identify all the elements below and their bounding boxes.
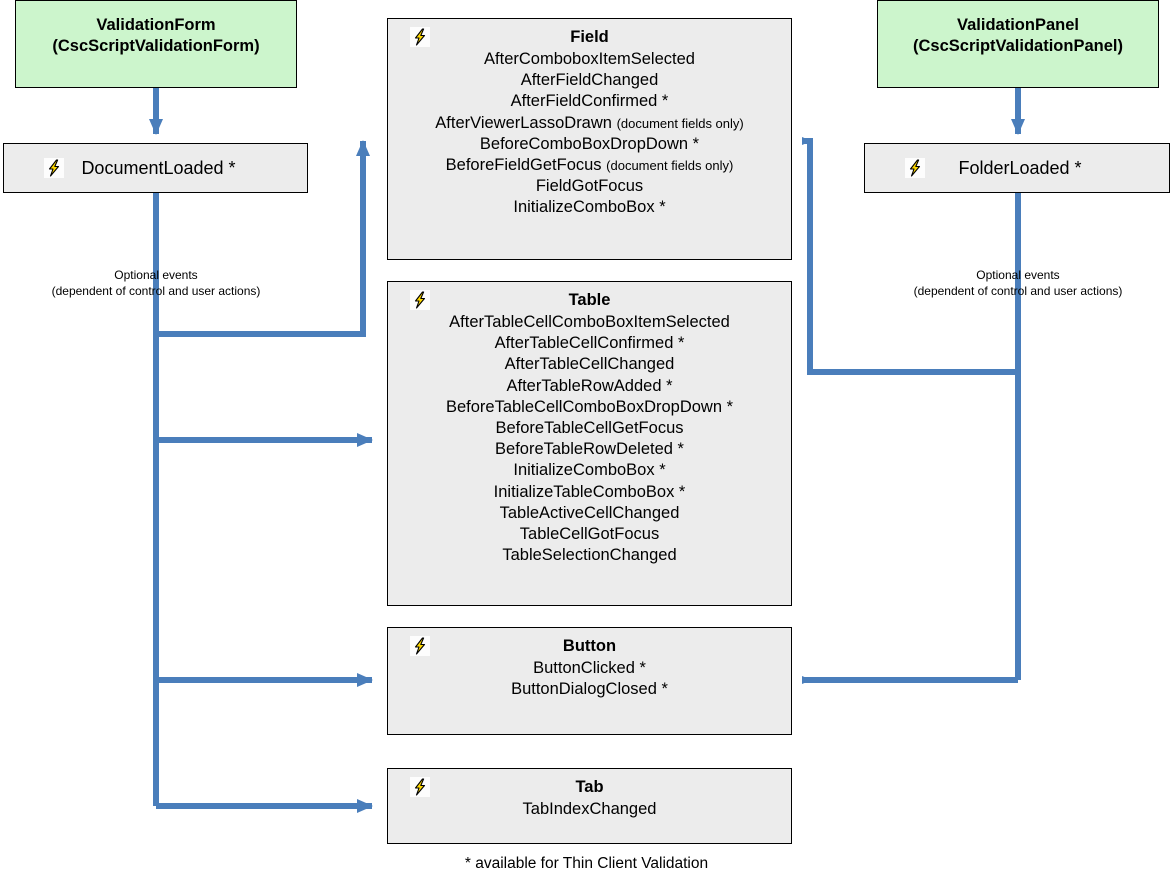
group-table-title: Table [568,291,611,309]
lightning-bolt-icon [410,290,430,310]
validation-form-title: ValidationForm [96,16,216,34]
event-item: ButtonClicked * [533,659,646,677]
documentloaded-label: DocumentLoaded * [81,157,236,178]
event-item: InitializeComboBox * [513,198,666,217]
event-item: AfterTableCellChanged [504,355,675,374]
node-validation-form[interactable]: ValidationForm (CscScriptValidationForm) [15,0,297,88]
group-field-event-list: AfterComboboxItemSelected AfterFieldChan… [388,49,791,219]
event-item: ButtonDialogClosed * [511,680,668,699]
group-button-event-list: ButtonClicked * ButtonDialogClosed * [388,658,791,700]
event-item: InitializeComboBox * [513,461,666,480]
validation-form-subtitle: (CscScriptValidationForm) [52,37,260,56]
group-table-event-list: AfterTableCellComboBoxItemSelected After… [388,312,791,566]
event-item: AfterFieldChanged [520,71,659,90]
event-item: AfterTableRowAdded * [506,376,673,395]
node-group-table[interactable]: Table AfterTableCellComboBoxItemSelected… [387,281,792,606]
node-documentloaded[interactable]: DocumentLoaded * [3,143,308,193]
right-edge-label-line1: Optional events [976,268,1060,282]
event-item: BeforeComboBoxDropDown * [479,134,700,153]
lightning-bolt-icon [410,27,430,47]
group-field-title: Field [570,28,609,46]
event-item: TableActiveCellChanged [499,503,680,522]
node-group-tab[interactable]: Tab TabIndexChanged [387,768,792,844]
event-item: BeforeFieldGetFocus (document fields onl… [445,155,734,174]
event-item: TabIndexChanged [522,800,657,818]
event-item: FieldGotFocus [535,177,644,196]
validation-panel-subtitle: (CscScriptValidationPanel) [913,37,1123,56]
left-edge-label: Optional events (dependent of control an… [6,268,306,300]
folderloaded-label: FolderLoaded * [958,157,1082,178]
lightning-bolt-icon [44,158,64,178]
event-item: AfterFieldConfirmed * [510,92,669,111]
group-button-title: Button [562,637,617,655]
right-edge-label: Optional events (dependent of control an… [868,268,1168,300]
event-item: BeforeTableCellComboBoxDropDown * [445,397,734,416]
validation-panel-title: ValidationPanel [957,16,1079,34]
lightning-bolt-icon [905,158,925,178]
lightning-bolt-icon [410,777,430,797]
footnote: * available for Thin Client Validation [464,855,709,872]
event-item: InitializeTableComboBox * [493,482,686,501]
lightning-bolt-icon [410,636,430,656]
event-item: AfterComboboxItemSelected [484,50,695,68]
node-group-field[interactable]: Field AfterComboboxItemSelected AfterFie… [387,18,792,260]
right-edge-label-line2: (dependent of control and user actions) [913,283,1123,298]
node-validation-panel[interactable]: ValidationPanel (CscScriptValidationPane… [877,0,1159,88]
event-item: TableSelectionChanged [502,546,677,565]
event-item: TableCellGotFocus [519,524,660,543]
left-edge-label-line1: Optional events [114,268,198,282]
left-edge-label-line2: (dependent of control and user actions) [51,283,261,298]
group-tab-title: Tab [575,778,604,796]
event-item: AfterTableCellComboBoxItemSelected [449,313,730,331]
event-item: AfterTableCellConfirmed * [494,334,685,353]
node-folderloaded[interactable]: FolderLoaded * [864,143,1170,193]
event-item: AfterViewerLassoDrawn (document fields o… [435,113,744,132]
event-item: BeforeTableRowDeleted * [495,440,684,459]
group-tab-event-list: TabIndexChanged [388,799,791,820]
event-item: BeforeTableCellGetFocus [495,418,684,437]
node-group-button[interactable]: Button ButtonClicked * ButtonDialogClose… [387,627,792,735]
